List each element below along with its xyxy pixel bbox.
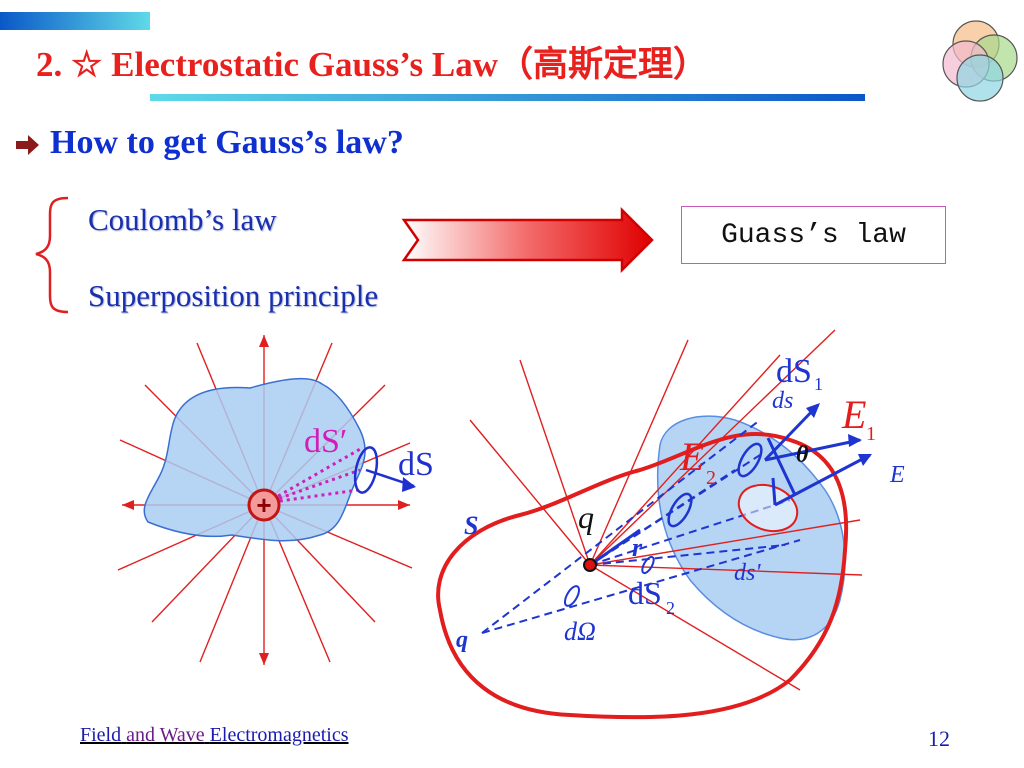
item-superposition: Superposition principle (88, 278, 379, 313)
charge-cloud (656, 415, 846, 641)
label-E: E (889, 462, 905, 488)
label-q-bottom: q (456, 627, 468, 653)
label-dS2: dS (628, 575, 662, 611)
bullet-arrow-icon (16, 135, 39, 156)
label-dOmega: dΩ (564, 617, 596, 646)
label-dS1: dS (776, 353, 812, 390)
footer-part-electromagnetics: Electromagnetics (209, 724, 349, 746)
label-dS1-subscript: 1 (814, 374, 823, 394)
bullet-heading: How to get Gauss’s law? (14, 124, 404, 162)
closed-surface (143, 377, 366, 542)
label-E2: E (679, 434, 704, 479)
label-E1: E (841, 392, 866, 437)
title-underline-bar (150, 94, 865, 101)
footer-part-and-wave: and Wave (126, 724, 205, 746)
label-ds-prime: ds' (734, 560, 761, 586)
bullet-heading-text: How to get Gauss’s law? (50, 124, 404, 161)
charge-sign: + (256, 490, 271, 520)
label-dS-prime: dS′ (304, 423, 347, 460)
gauss-surface-S (436, 432, 849, 720)
label-dS: dS (398, 446, 434, 483)
footer-course-title: Field and Wave Electromagnetics (80, 724, 349, 747)
slide-title: 2. ☆ Electrostatic Gauss’s Law（高斯定理） (36, 45, 709, 84)
label-r: r (632, 533, 643, 562)
label-dS2-subscript: 2 (666, 598, 675, 618)
result-box: Guass’s law (681, 206, 946, 264)
label-ds-small: ds (772, 388, 793, 414)
positive-charge (247, 488, 281, 522)
item-coulombs-law: Coulomb’s law (88, 202, 277, 237)
label-theta: θ (796, 442, 809, 468)
label-S: S (464, 511, 478, 540)
label-q-top: q (578, 499, 594, 535)
label-E1-subscript: 1 (866, 423, 876, 445)
footer-part-field: Field (80, 724, 122, 746)
title-accent-bar (0, 12, 150, 30)
label-E2-subscript: 2 (706, 467, 716, 489)
point-charge-q (583, 558, 597, 572)
page-number: 12 (928, 726, 950, 751)
